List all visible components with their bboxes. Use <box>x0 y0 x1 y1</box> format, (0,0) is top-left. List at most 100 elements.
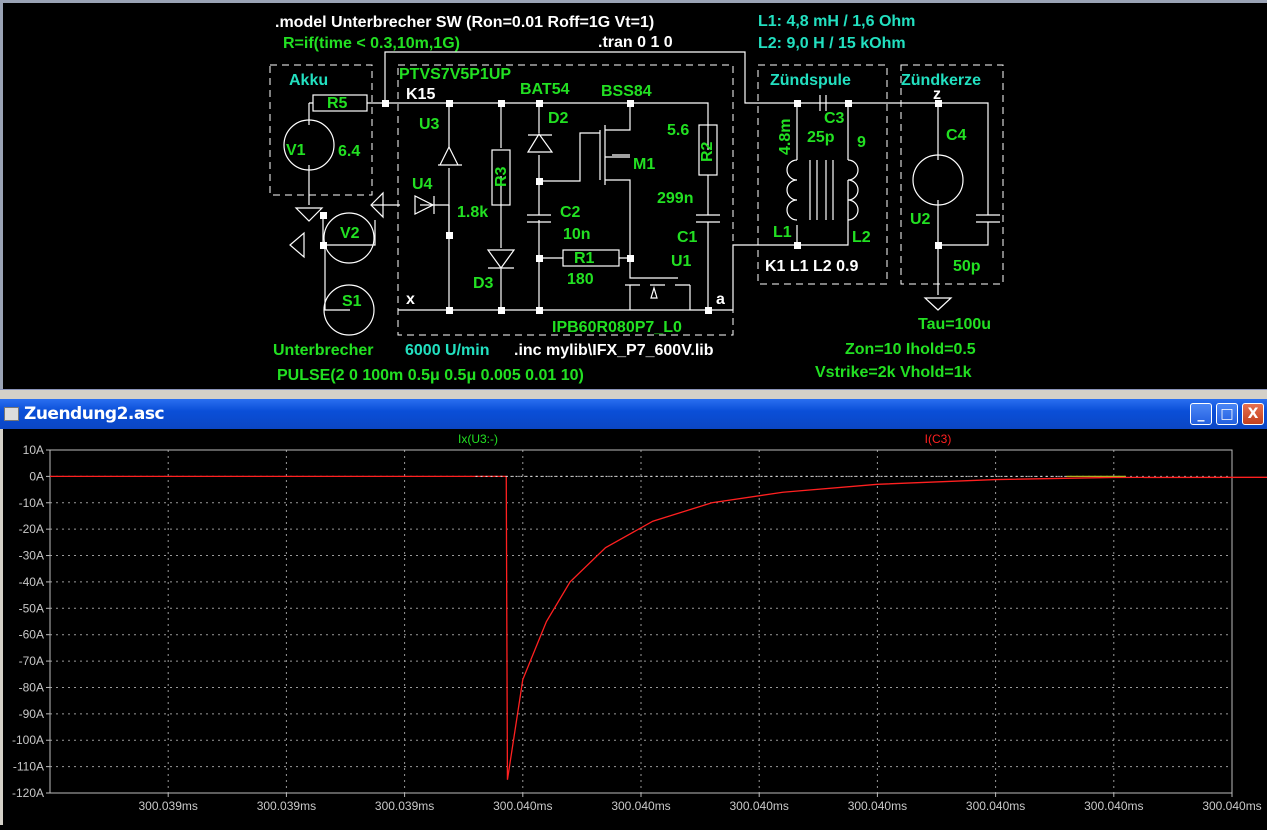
r2-label[interactable]: R2 <box>699 141 716 162</box>
y-tick-label: -30A <box>19 549 44 563</box>
r5-label[interactable]: R5 <box>327 95 348 112</box>
c2-label[interactable]: C2 <box>560 204 581 221</box>
c4-value[interactable]: 50p <box>953 258 981 275</box>
x-tick-label: 300.040ms <box>730 799 789 813</box>
schematic-editor[interactable]: .model Unterbrecher SW (Ron=0.01 Roff=1G… <box>0 0 1267 389</box>
k15-net-label[interactable]: K15 <box>406 86 435 103</box>
legend-ix-u3: Ix(U3:-) <box>458 432 498 446</box>
close-button[interactable]: X <box>1242 403 1264 425</box>
c3-value[interactable]: 25p <box>807 129 835 146</box>
capacitors[interactable] <box>527 214 1000 223</box>
ground-symbols <box>289 191 384 259</box>
d2-diode[interactable] <box>526 132 554 153</box>
y-tick-label: -20A <box>19 522 44 536</box>
net-label-a[interactable]: a <box>716 291 725 308</box>
v2-symbol[interactable] <box>323 212 375 264</box>
r1-symbol[interactable] <box>562 249 620 267</box>
r2-symbol[interactable] <box>698 124 718 176</box>
u3-label[interactable]: U3 <box>419 116 440 133</box>
y-tick-label: -50A <box>19 601 44 615</box>
zuendspule-box <box>757 64 888 285</box>
y-tick-label: 0A <box>29 469 44 483</box>
u2-sparkgap[interactable] <box>912 154 964 206</box>
c3-label[interactable]: C3 <box>824 110 845 127</box>
y-tick-label: -80A <box>19 680 44 694</box>
window-title: Zuendung2.asc <box>24 404 165 424</box>
l2-label[interactable]: L2 <box>852 229 871 246</box>
c4-label[interactable]: C4 <box>946 127 967 144</box>
y-tick-label: 10A <box>23 443 44 457</box>
plot-frame <box>49 449 1233 794</box>
minimize-button[interactable]: _ <box>1190 403 1212 425</box>
r3-label[interactable]: R3 <box>493 166 510 187</box>
r3-value[interactable]: 1.8k <box>457 204 488 221</box>
y-tick-label: -90A <box>19 707 44 721</box>
schematic-canvas[interactable]: .model Unterbrecher SW (Ron=0.01 Roff=1G… <box>3 3 1267 389</box>
v1-value[interactable]: 6.4 <box>338 143 360 160</box>
net-label-z[interactable]: z <box>933 86 941 103</box>
r1-label[interactable]: R1 <box>574 250 595 267</box>
waveform-app-icon <box>4 407 19 421</box>
d2-label[interactable]: D2 <box>548 110 569 127</box>
u2-tau-param[interactable]: Tau=100u <box>918 316 991 333</box>
series-line-i-c3 <box>505 476 1267 780</box>
switch-resistance-expr[interactable]: R=if(time < 0.3,10m,1G) <box>283 35 460 52</box>
v2-label[interactable]: V2 <box>340 225 360 242</box>
u4-diode[interactable] <box>414 195 435 215</box>
d3-led[interactable] <box>486 249 516 270</box>
c3-symbol[interactable] <box>819 95 827 111</box>
r2-value[interactable]: 5.6 <box>667 122 689 139</box>
u1-model-label[interactable]: IPB60R080P7_L0 <box>552 319 682 336</box>
u4-label[interactable]: U4 <box>412 176 433 193</box>
akku-box <box>269 64 373 196</box>
inc-directive[interactable]: .inc mylib\IFX_P7_600V.lib <box>514 342 714 359</box>
u1-label[interactable]: U1 <box>671 253 692 270</box>
transformer-symbol[interactable] <box>786 159 859 221</box>
m1-mosfet[interactable] <box>599 125 630 185</box>
bss84-label[interactable]: BSS84 <box>601 83 652 100</box>
s1-label[interactable]: S1 <box>342 293 362 310</box>
y-tick-label: -100A <box>12 733 44 747</box>
v2-pulse-value[interactable]: PULSE(2 0 100m 0.5μ 0.5μ 0.005 0.01 10) <box>277 367 584 384</box>
v1-label[interactable]: V1 <box>286 142 306 159</box>
r1-value[interactable]: 180 <box>567 271 594 288</box>
y-tick-label: -120A <box>12 786 44 800</box>
r5-symbol[interactable] <box>312 94 368 112</box>
s1-model-label[interactable]: Unterbrecher <box>273 342 373 359</box>
x-tick-label: 300.040ms <box>848 799 907 813</box>
s1-symbol[interactable] <box>323 284 375 336</box>
tran-directive[interactable]: .tran 0 1 0 <box>598 34 673 51</box>
x-tick-label: 300.039ms <box>375 799 434 813</box>
v1-symbol[interactable] <box>283 119 335 171</box>
net-label-x[interactable]: x <box>406 291 415 308</box>
u3-diode[interactable] <box>438 145 462 166</box>
ground-symbol <box>923 297 953 311</box>
u1-mosfet[interactable] <box>625 284 690 299</box>
d3-label[interactable]: D3 <box>473 275 494 292</box>
window-separator <box>0 389 1267 399</box>
u2-label[interactable]: U2 <box>910 211 931 228</box>
coupling-directive[interactable]: K1 L1 L2 0.9 <box>765 258 858 275</box>
bat54-label[interactable]: BAT54 <box>520 81 570 98</box>
ptvs-label[interactable]: PTVS7V5P1UP <box>399 66 511 83</box>
m1-label[interactable]: M1 <box>633 156 655 173</box>
c1-label[interactable]: C1 <box>677 229 698 246</box>
l2-value[interactable]: 9 <box>857 134 866 151</box>
y-tick-label: -110A <box>13 760 44 774</box>
x-tick-label: 300.040ms <box>1202 799 1261 813</box>
c2-value[interactable]: 10n <box>563 226 591 243</box>
maximize-button[interactable]: □ <box>1216 403 1238 425</box>
c1-value[interactable]: 299n <box>657 190 693 207</box>
y-tick-label: -60A <box>19 628 44 642</box>
model-directive[interactable]: .model Unterbrecher SW (Ron=0.01 Roff=1G… <box>275 14 654 31</box>
y-tick-label: -10A <box>19 496 44 510</box>
u2-zon-param[interactable]: Zon=10 Ihold=0.5 <box>845 341 976 358</box>
l1-label[interactable]: L1 <box>773 224 792 241</box>
r3-symbol[interactable] <box>491 149 511 206</box>
u2-vstrike-param[interactable]: Vstrike=2k Vhold=1k <box>815 364 972 381</box>
x-tick-label: 300.039ms <box>257 799 316 813</box>
l1-value[interactable]: 4.8m <box>777 119 794 155</box>
waveform-window-titlebar[interactable]: Zuendung2.asc _ □ X <box>0 399 1267 429</box>
